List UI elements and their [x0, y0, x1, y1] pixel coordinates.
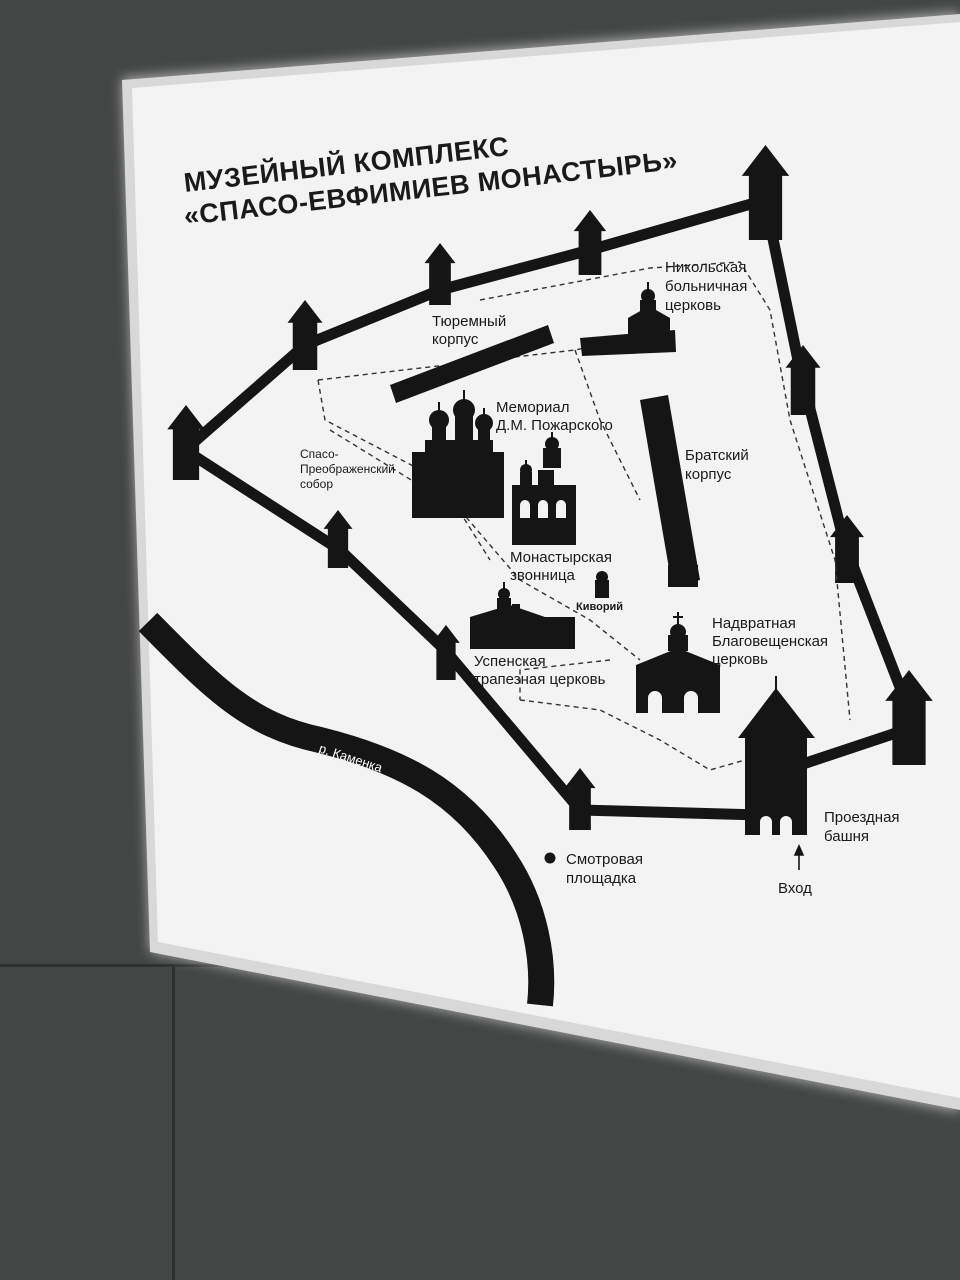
- wall-seam-vertical: [172, 964, 175, 1280]
- bratsky-korpus-icon: [640, 395, 700, 586]
- tyuremny-korpus-icon: [390, 325, 554, 403]
- label-bratsky: Братский корпус: [685, 447, 753, 483]
- spaso-sobor-icon: [412, 390, 504, 518]
- label-memorial: Мемориал Д.М. Пожарского: [496, 399, 613, 434]
- label-kivory: Киворий: [576, 601, 623, 613]
- walking-paths: [317, 261, 851, 771]
- memorial-icon: [543, 432, 561, 468]
- viewpoint-dot-icon: [544, 852, 556, 864]
- label-zvonnitsa: Монастырская звонница: [510, 549, 616, 584]
- label-smotrovaya: Смотровая площадка: [566, 851, 647, 887]
- bratsky-annex-icon: [668, 565, 698, 587]
- label-nikolskaya: Никольская больничная церковь: [665, 259, 752, 314]
- entrance-arrow-icon: [793, 844, 805, 870]
- buildings: [390, 282, 720, 713]
- nadvratnaya-church-icon: [636, 612, 720, 713]
- label-nadvratnaya: Надвратная Благовещенская церковь: [712, 615, 832, 668]
- river-kamenka: [138, 612, 555, 1007]
- uspenskaya-church-icon: [470, 582, 575, 649]
- label-spaso: Спасо- Преображенский собор: [300, 447, 398, 491]
- label-tyuremny: Тюремный корпус: [432, 313, 510, 348]
- nikolskaya-church-icon: [628, 282, 670, 340]
- label-uspenskaya: Успенская трапезная церковь: [474, 653, 606, 688]
- proezdnaya-tower-icon: [738, 676, 815, 835]
- label-proezdnaya: Проездная башня: [824, 809, 904, 845]
- zvonnitsa-icon: [512, 460, 576, 545]
- kivory-icon: [595, 571, 609, 598]
- label-vhod: Вход: [778, 880, 812, 897]
